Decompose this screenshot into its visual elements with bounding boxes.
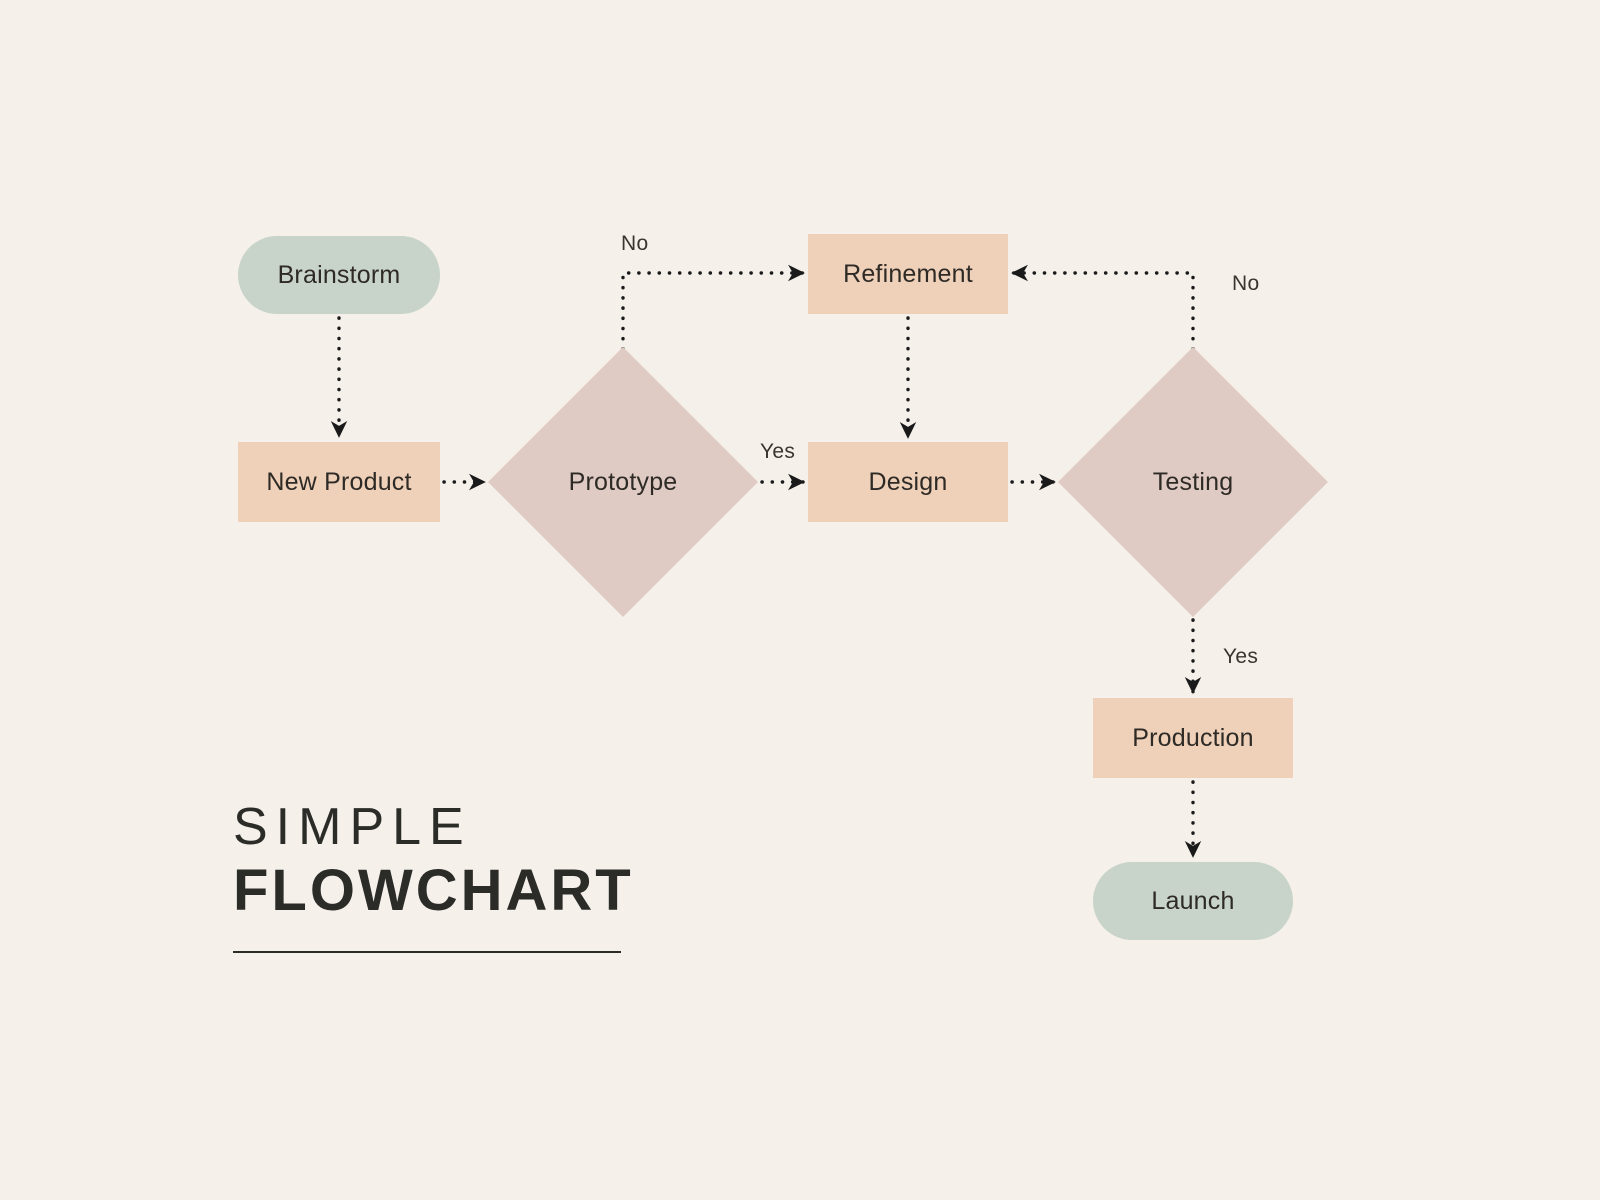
node-new-product[interactable]: New Product xyxy=(238,442,440,522)
label-yes-testing: Yes xyxy=(1223,645,1259,668)
node-label-launch: Launch xyxy=(1151,886,1235,915)
label-no-testing: No xyxy=(1232,272,1260,295)
node-label-prototype: Prototype xyxy=(568,467,678,496)
title-line-simple: SIMPLE xyxy=(233,798,472,856)
node-label-testing: Testing xyxy=(1152,467,1234,496)
node-label-brainstorm: Brainstorm xyxy=(277,260,401,289)
decision-diamond-shape xyxy=(1058,347,1328,617)
label-no-prototype: No xyxy=(621,232,649,255)
node-label-design: Design xyxy=(868,467,948,496)
title-block: SIMPLE FLOWCHART xyxy=(233,798,634,954)
node-design[interactable]: Design xyxy=(808,442,1008,522)
title-underline-rule xyxy=(233,951,621,954)
node-brainstorm[interactable]: Brainstorm xyxy=(238,236,440,314)
edge-testing-no-refinement xyxy=(1011,264,1195,351)
decision-diamond-shape xyxy=(488,347,758,617)
title-line-flowchart: FLOWCHART xyxy=(233,857,634,923)
node-refinement[interactable]: Refinement xyxy=(808,234,1008,314)
node-prototype[interactable]: Prototype xyxy=(488,347,758,617)
node-label-new-product: New Product xyxy=(266,467,412,496)
edge-prototype-no-refinement xyxy=(621,264,805,351)
node-label-production: Production xyxy=(1132,723,1254,752)
node-launch[interactable]: Launch xyxy=(1093,862,1293,940)
label-yes-prototype: Yes xyxy=(760,440,796,463)
node-production[interactable]: Production xyxy=(1093,698,1293,778)
node-testing[interactable]: Testing xyxy=(1058,347,1328,617)
node-label-refinement: Refinement xyxy=(843,259,973,288)
